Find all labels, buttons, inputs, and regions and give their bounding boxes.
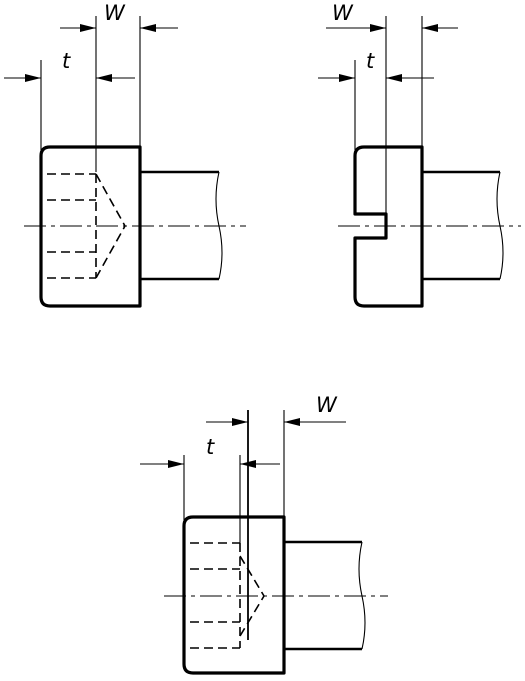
view-c-depth-dimension: t	[140, 435, 280, 468]
view-c-shaft	[284, 540, 362, 651]
view-a-depth-dimension: t	[4, 49, 135, 82]
view-b-width-label: W	[332, 1, 354, 25]
view-c-extension-lines	[183, 410, 285, 543]
view-a-hex-socket-head: W t	[4, 1, 246, 308]
view-c-socket-hidden-lines	[190, 542, 265, 649]
view-c-width-dimension: W	[206, 393, 346, 426]
view-a-socket-hidden-lines	[47, 173, 126, 279]
view-c-depth-label: t	[206, 435, 215, 459]
view-b-depth-dimension: t	[318, 49, 434, 82]
view-b-head-outline	[353, 145, 424, 308]
view-a-depth-label: t	[62, 49, 71, 73]
view-a-width-label: W	[104, 1, 126, 25]
view-c-head-outline	[182, 515, 286, 675]
view-a-width-dimension: W	[60, 1, 178, 32]
view-b-depth-label: t	[366, 49, 375, 73]
view-a-head-outline	[39, 145, 142, 308]
view-b-extension-lines	[354, 16, 423, 214]
view-c-hex-socket-head: W t	[140, 393, 388, 675]
view-b-width-dimension: W	[326, 1, 458, 32]
view-a-extension-lines	[40, 16, 141, 172]
view-b-shaft	[422, 170, 500, 281]
view-a-shaft	[140, 170, 219, 281]
view-c-width-label: W	[316, 393, 338, 417]
view-b-slotted-head: W t	[318, 1, 521, 308]
